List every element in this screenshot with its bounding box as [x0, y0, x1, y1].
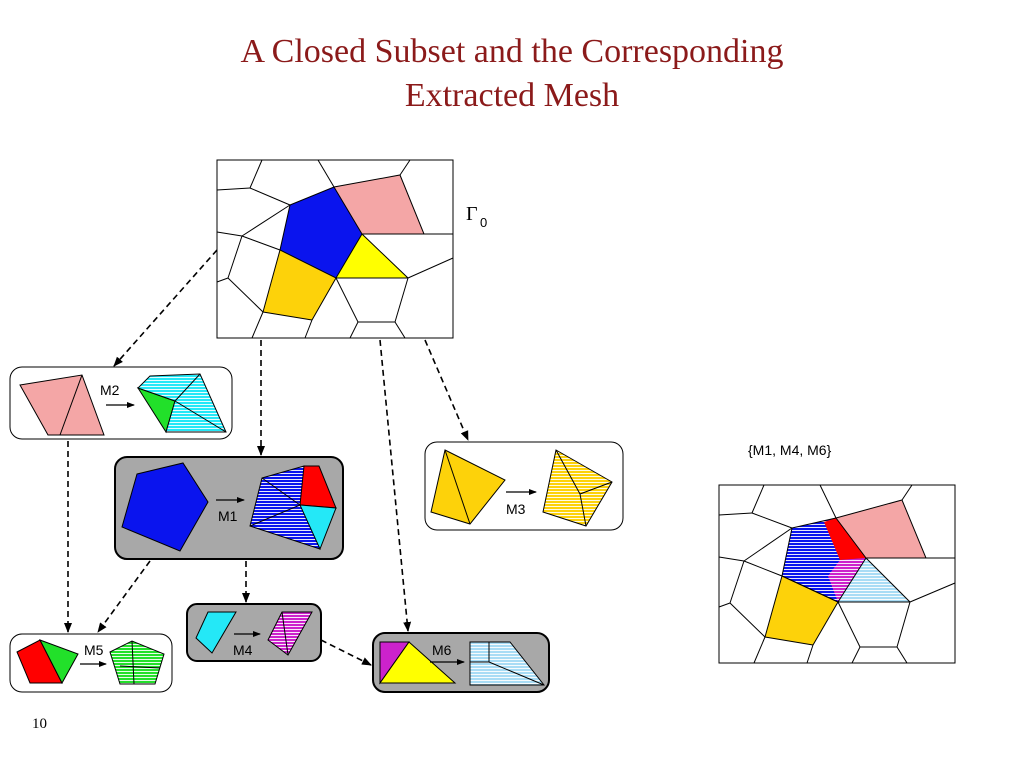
m6-box: M6: [372, 632, 550, 693]
m2-label: M2: [100, 382, 120, 398]
gamma0-mesh: [216, 159, 454, 339]
gamma-symbol: Γ: [466, 203, 478, 225]
m4-result-cell: [267, 611, 313, 656]
title-line-2: Extracted Mesh: [404, 77, 620, 114]
m3-result-cell: [542, 449, 613, 527]
m5-source-cell: [16, 639, 79, 685]
m3-label: M3: [506, 501, 526, 517]
m1-result-cell: [249, 465, 337, 551]
title-line-1: A Closed Subset and the Corresponding: [240, 33, 784, 70]
m5-result-cell: [109, 640, 165, 685]
m4-box: M4: [186, 603, 322, 662]
m1-box: M1: [114, 456, 344, 560]
m1-label: M1: [218, 508, 238, 524]
m1-source-cell: [121, 462, 209, 552]
arrow-m1-to-m5: [97, 560, 151, 633]
arrow-gamma-to-m3: [424, 339, 469, 441]
m6-label: M6: [432, 642, 452, 658]
arrow-gamma-to-m6: [379, 339, 412, 632]
m3-box: M3: [424, 441, 624, 531]
m4-label: M4: [233, 642, 253, 658]
m5-label: M5: [84, 642, 104, 658]
result-mesh: [718, 484, 956, 664]
gamma-subscript: 0: [480, 215, 487, 230]
m5-box: M5: [9, 633, 173, 693]
slide-title: A Closed Subset and the Corresponding Ex…: [0, 30, 1024, 118]
m2-result-cell: [136, 373, 227, 434]
dashed-arrows: [64, 249, 469, 666]
page-number: 10: [32, 716, 47, 732]
arrow-gamma-to-m2: [113, 249, 218, 367]
m6-result-cell: [469, 641, 546, 686]
m2-box: M2: [9, 366, 233, 440]
arrow-m4-to-m6: [320, 639, 372, 666]
m4-source-cell: [195, 611, 237, 654]
m2-source-cell: [19, 374, 105, 436]
result-label: {M1, M4, M6}: [748, 442, 832, 458]
m3-source-cell: [430, 449, 506, 525]
